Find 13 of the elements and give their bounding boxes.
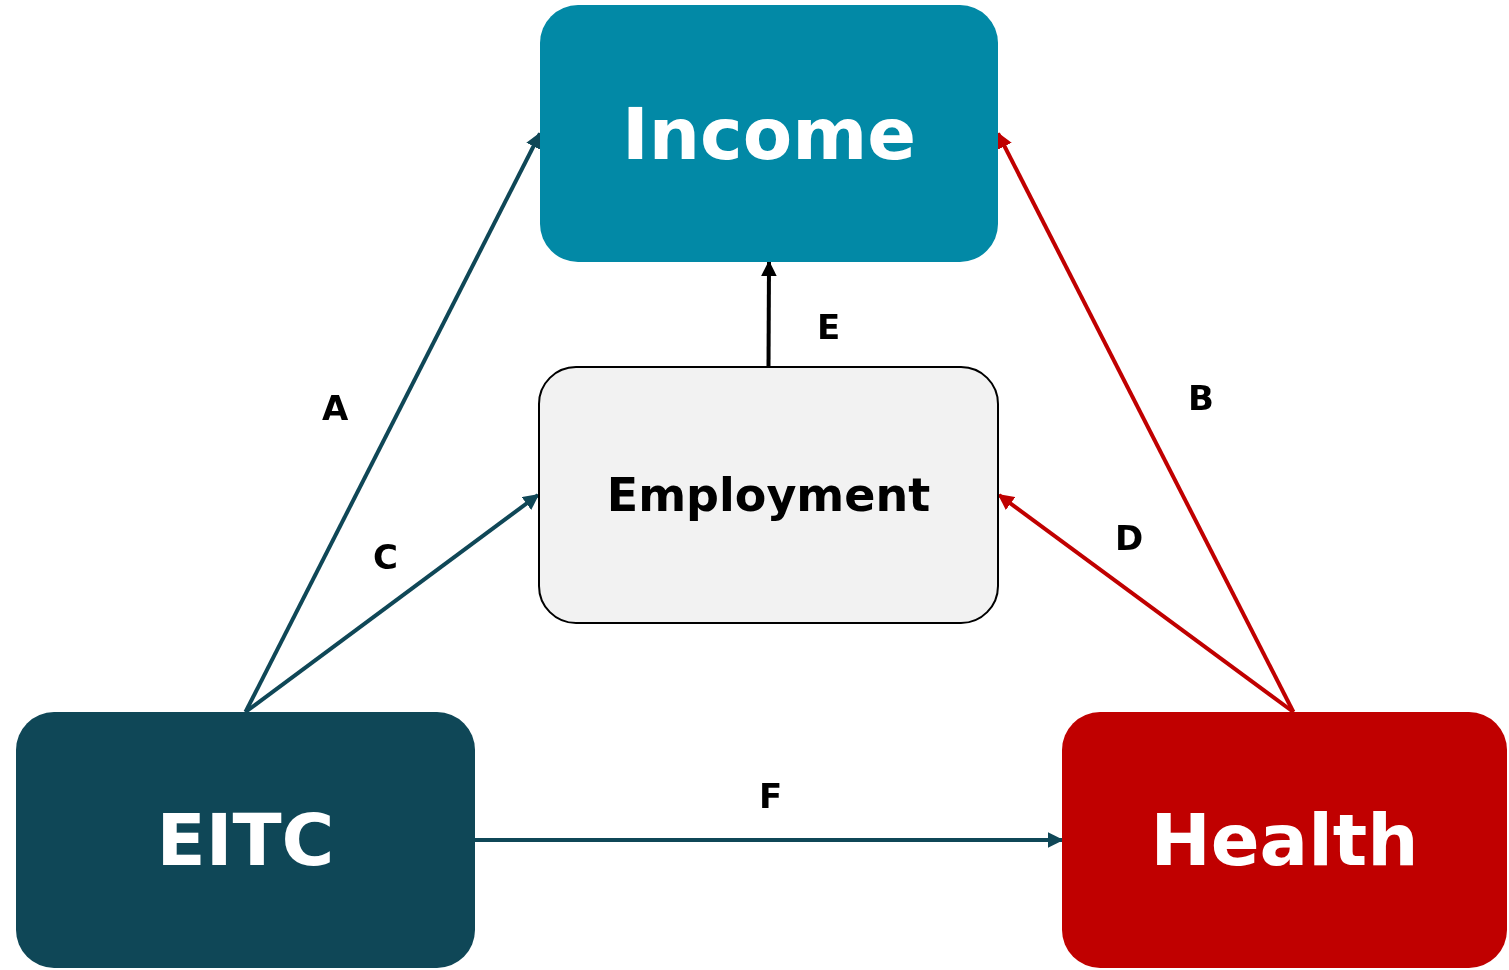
node-label: EITC [156,798,335,882]
arrow [996,132,1296,713]
arrow [997,493,1295,714]
arrow [475,832,1064,848]
process-box [538,366,999,624]
node-label: Health [1150,798,1419,882]
outcome-box [1062,712,1507,968]
outcome-box [540,5,998,262]
source-box [16,712,475,968]
node-label: Employment [606,468,931,522]
arrow [244,493,540,714]
arrow [760,260,777,366]
node-label: Income [621,91,916,176]
